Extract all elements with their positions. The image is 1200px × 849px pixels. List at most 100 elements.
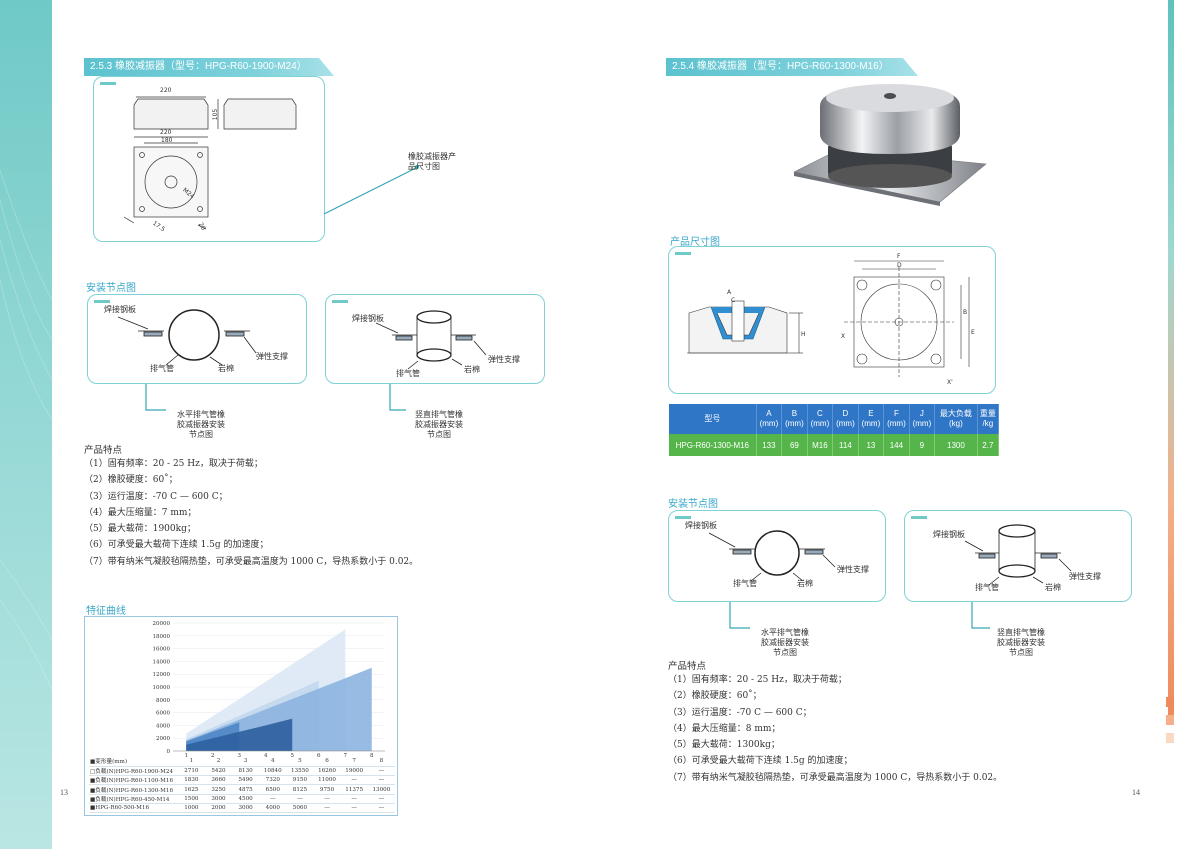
label-exhaust-pipe: 排气管 [150, 364, 174, 373]
y-tick-label-8: 16000 [153, 647, 171, 653]
right-page-number: 14 [1132, 788, 1140, 797]
label-elastic-support-v: 弹性支撑 [488, 355, 520, 364]
left-decorative-band [0, 0, 52, 849]
curve-row-label: ■负载(N)HPG-R60-1300-M16 [89, 784, 178, 795]
right-dim-title: 产品尺寸图 [670, 237, 720, 248]
y-tick-label-7: 14000 [153, 659, 171, 665]
curve-cell: 4500 [232, 794, 260, 805]
curve-series-5 [186, 718, 293, 751]
curve-cell: — [367, 775, 395, 786]
curve-cell: 4875 [232, 784, 260, 795]
label-rock-wool-rv: 岩棉 [1045, 583, 1061, 592]
right-install-vertical-frame: 焊接钢板 排气管 岩棉 弹性支撑 [904, 510, 1132, 602]
x-tick-label-2: 3 [238, 753, 242, 757]
curve-cell: 5490 [232, 775, 260, 786]
curve-cell: 1000 [177, 803, 205, 814]
left-feature-7: （7）带有纳米气凝胶毡隔热垫，可承受最高温度为 1000 C，导热系数小于 0.… [84, 556, 419, 567]
product-photo [790, 80, 990, 206]
vertical-pipe-drawing [375, 310, 487, 370]
y-tick-label-0: 0 [167, 749, 171, 755]
right-install-horizontal-frame: 焊接钢板 排气管 岩棉 弹性支撑 [668, 510, 886, 602]
spec-cell-model: HPG-R60-1300-M16 [669, 434, 757, 456]
rubber-mount-illustration [793, 84, 987, 206]
curve-cell: 6 [313, 757, 341, 767]
label-exhaust-pipe-r: 排气管 [733, 579, 757, 588]
spec-cell-f: 144 [883, 434, 910, 456]
curve-row-label: ■HPG-R60-500-M16 [89, 803, 178, 814]
spec-table: 型号 A (mm) B (mm) C (mm) D (mm) E (mm) F … [669, 404, 1000, 456]
curve-cell: 3250 [204, 784, 233, 795]
spec-header-e: E (mm) [858, 404, 885, 434]
y-tick-label-4: 8000 [156, 698, 170, 704]
spec-cell-weight: 2.7 [977, 434, 1000, 456]
y-tick-label-10: 20000 [153, 621, 171, 627]
right-feature-1: （1）固有频率：20 - 25 Hz，取决于荷载； [668, 675, 847, 685]
caption-horizontal-right: 水平排气管橡 胶减振器安装 节点图 [761, 628, 809, 657]
curve-cell: 11375 [340, 784, 368, 795]
curve-cell: — [340, 775, 368, 786]
curve-cell: 7320 [259, 775, 287, 786]
right-features-list: （1）固有频率：20 - 25 Hz，取决于荷载； （2）橡胶硬度：60˚； （… [668, 672, 1002, 786]
spec-cell-a: 133 [756, 434, 783, 456]
y-tick-label-5: 10000 [153, 685, 171, 691]
dim-letter-h: H [801, 331, 806, 338]
dim-letter-x: X [841, 333, 846, 340]
left-features-title: 产品特点 [84, 445, 123, 456]
left-feature-3: （3）运行温度：-70 C — 600 C； [84, 491, 228, 502]
right-feature-7: （7）带有纳米气凝胶毡隔热垫，可承受最高温度为 1000 C，导热系数小于 0.… [668, 772, 1003, 783]
curve-cell: 19000 [340, 766, 368, 777]
dim-220-plan: 220 [160, 129, 172, 136]
horizontal-pipe-drawing [117, 309, 257, 366]
left-install-horizontal-frame: 焊接钢板 排气管 岩棉 弹性支撑 [87, 294, 307, 384]
left-dimension-drawing [123, 96, 297, 230]
curve-cell: 1 [177, 757, 205, 767]
x-tick-label-3: 4 [264, 753, 268, 757]
label-weld-plate: 焊接钢板 [104, 305, 136, 314]
curve-cell: — [367, 803, 395, 814]
curve-cell: 11000 [313, 775, 341, 786]
spec-header-model: 型号 [669, 404, 757, 434]
curve-cell: 1830 [177, 775, 205, 786]
curve-cell: 9750 [313, 784, 341, 795]
curve-cell: 7 [340, 757, 368, 767]
curve-cell: — [259, 794, 287, 805]
left-install-vertical-frame: 焊接钢板 排气管 岩棉 弹性支撑 [325, 294, 545, 384]
label-weld-plate-rv: 焊接钢板 [933, 530, 965, 539]
curve-row-label: □负载(N)HPG-R60-1900-M24 [89, 766, 178, 777]
curve-cell: 2710 [177, 766, 205, 777]
right-features-title: 产品特点 [668, 661, 707, 672]
right-dimension-drawing [687, 260, 970, 377]
curve-cell: 8130 [232, 766, 260, 777]
curve-cell: — [340, 803, 368, 814]
left-feature-2: （2）橡胶硬度：60˚； [84, 475, 178, 486]
right-feature-5: （5）最大载荷：1300kg； [668, 740, 780, 751]
spec-header-c: C (mm) [807, 404, 834, 434]
label-rock-wool: 岩棉 [218, 364, 234, 373]
label-exhaust-pipe-v: 排气管 [396, 369, 420, 378]
curve-title: 特征曲线 [86, 606, 126, 617]
label-weld-plate-v: 焊接钢板 [352, 314, 384, 323]
spec-cell-d: 114 [832, 434, 859, 456]
wave-pattern [0, 169, 52, 691]
y-tick-label-6: 12000 [153, 672, 171, 678]
label-elastic-support: 弹性支撑 [256, 352, 288, 361]
curve-cell: — [313, 794, 341, 805]
spec-header-max-load: 最大负载 (kg) [934, 404, 978, 434]
install-callout-lines-left [145, 384, 406, 411]
y-tick-label-1: 2000 [156, 736, 170, 742]
curve-cell: 10840 [259, 766, 287, 777]
curve-cell: 16260 [313, 766, 341, 777]
label-rock-wool-v: 岩棉 [464, 365, 480, 374]
curve-row-label: ■负载(N)HPG-R60-1100-M16 [89, 775, 178, 786]
right-decorative-band [1168, 0, 1174, 720]
right-dimension-frame: A C H F D X X' B E [668, 246, 996, 394]
left-page-number: 13 [60, 788, 68, 797]
curve-cell: 2 [204, 757, 233, 767]
caption-horizontal-left: 水平排气管橡 胶减振器安装 节点图 [177, 410, 225, 439]
dim-220-top: 220 [160, 87, 172, 94]
